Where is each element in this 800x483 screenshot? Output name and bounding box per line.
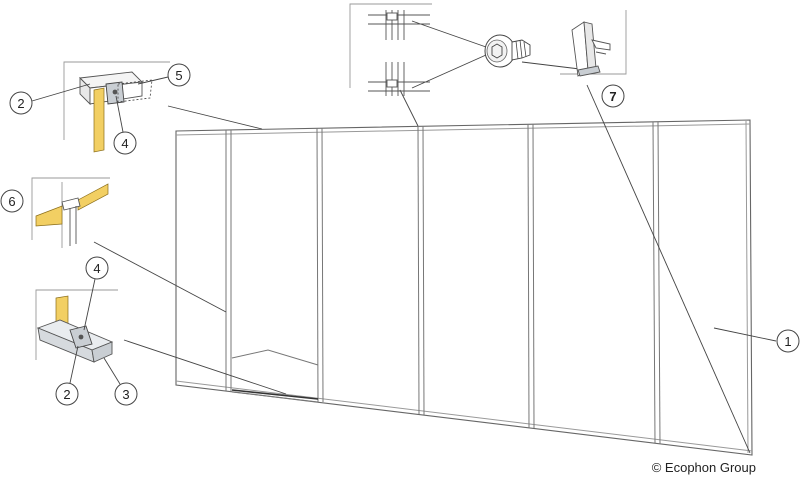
callout-3: 3 (103, 357, 138, 406)
callout-6-label: 6 (8, 194, 15, 209)
copyright-text: © Ecophon Group (651, 460, 756, 475)
callout-6: 6 (0, 189, 24, 213)
callouts: 1 2 4 5 6 4 2 (0, 63, 800, 406)
detail-bottom-track (35, 289, 118, 363)
callout-2-bottom: 2 (55, 345, 79, 406)
screw (484, 34, 531, 68)
callout-7: 7 (601, 84, 625, 108)
leader-lines (93, 20, 777, 454)
callout-2-top-label: 2 (17, 96, 24, 111)
callout-2-top: 2 (9, 83, 91, 115)
callout-4-bottom: 4 (83, 256, 109, 331)
detail-board-joint (31, 177, 110, 248)
cutaway-opening (231, 349, 319, 403)
detail-stud-screw (349, 3, 432, 96)
wall-joints (225, 121, 661, 445)
wall-outline (175, 119, 753, 456)
wall-assembly (175, 119, 753, 456)
callout-4-top-label: 4 (121, 136, 128, 151)
wall-top-edge (175, 123, 751, 136)
callout-5: 5 (137, 63, 191, 87)
callout-5-label: 5 (175, 68, 182, 83)
detail-top-corner (63, 61, 170, 153)
callout-2-bottom-label: 2 (63, 387, 70, 402)
callout-4-bottom-label: 4 (93, 261, 100, 276)
callout-4-top: 4 (113, 95, 137, 155)
callout-7-label: 7 (609, 89, 616, 104)
detail-end-profile (560, 10, 627, 77)
callout-1: 1 (776, 329, 800, 353)
callout-1-label: 1 (784, 334, 791, 349)
callout-3-label: 3 (122, 387, 129, 402)
